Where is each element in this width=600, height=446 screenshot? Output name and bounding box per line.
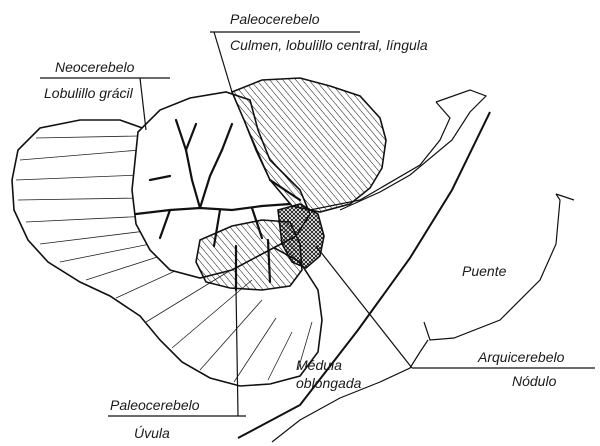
- label-paleocerebelo-top: Paleocerebelo: [230, 11, 320, 27]
- label-paleocerebelo-bottom: Paleocerebelo: [110, 397, 200, 413]
- label-medula-1: Médula: [296, 357, 342, 373]
- label-lobulillo-gracil: Lobulillo grácil: [44, 85, 134, 101]
- label-nodulo: Nódulo: [512, 373, 557, 389]
- label-arquicerebelo: Arquicerebelo: [477, 349, 565, 365]
- label-medula-2: oblongada: [296, 375, 362, 391]
- label-puente: Puente: [462, 263, 507, 279]
- label-uvula: Úvula: [134, 425, 170, 441]
- label-neocerebelo: Neocerebelo: [55, 59, 135, 75]
- label-culmen: Culmen, lobulillo central, língula: [230, 37, 428, 53]
